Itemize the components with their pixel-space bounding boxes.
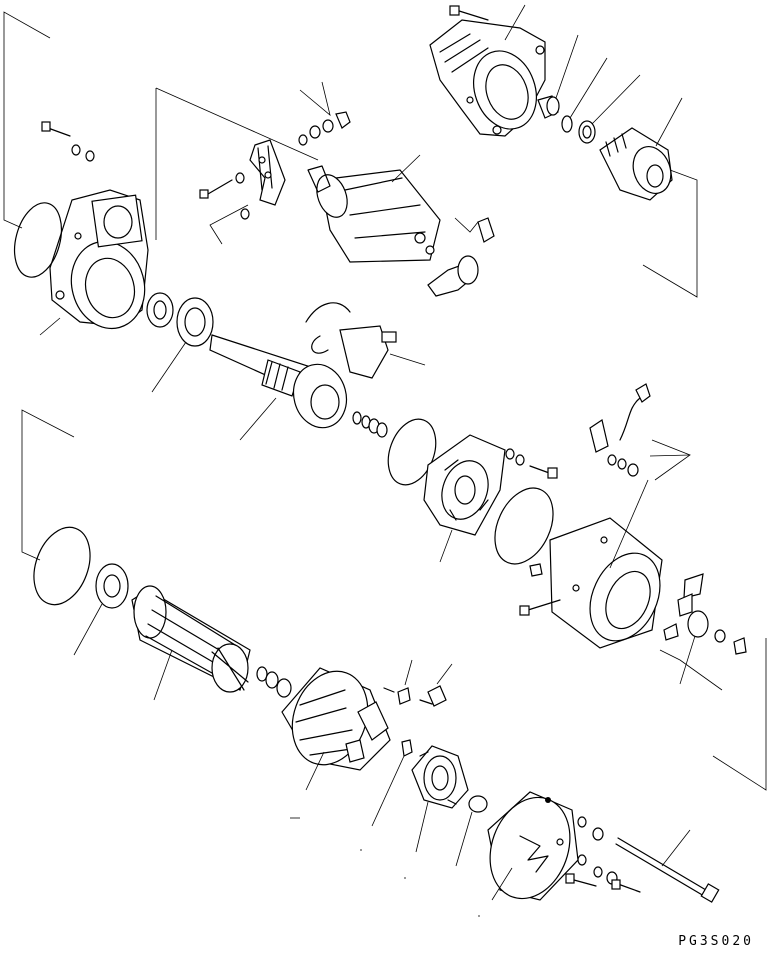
armature [131,585,251,701]
yoke-field-coil [519,479,663,649]
stopper [578,74,641,144]
front-housing [429,4,546,137]
washers-top [298,81,351,146]
through-bolt [615,829,720,903]
drawing-code: PG3S020 [678,934,754,949]
commutator-end-frame [411,745,469,853]
rear-cover-hardware [565,816,641,893]
brush-holder [281,667,391,791]
magnetic-switch [307,154,495,297]
rear-cover [487,791,579,901]
gear-housing [13,121,149,336]
o-ring-2 [494,487,554,565]
output-shaft [209,334,348,441]
snap-ring [561,57,608,133]
bushing [537,34,579,119]
ball-bearing-rear [73,563,129,656]
reference-lines [3,11,767,791]
tick-marks [290,817,480,917]
ball-bearing-front [146,292,214,393]
armature-washers [256,666,292,698]
brush [371,659,453,827]
rear-bushing [455,795,488,867]
shift-lever [199,139,286,245]
pinion-clutch [599,97,683,201]
o-ring [387,418,437,486]
o-ring-3 [33,526,91,606]
washer-stack-center [352,411,388,438]
terminal-lead [589,383,691,481]
center-bracket [423,434,558,563]
brush-holder-lead [305,302,426,379]
terminal-nut [663,573,747,685]
